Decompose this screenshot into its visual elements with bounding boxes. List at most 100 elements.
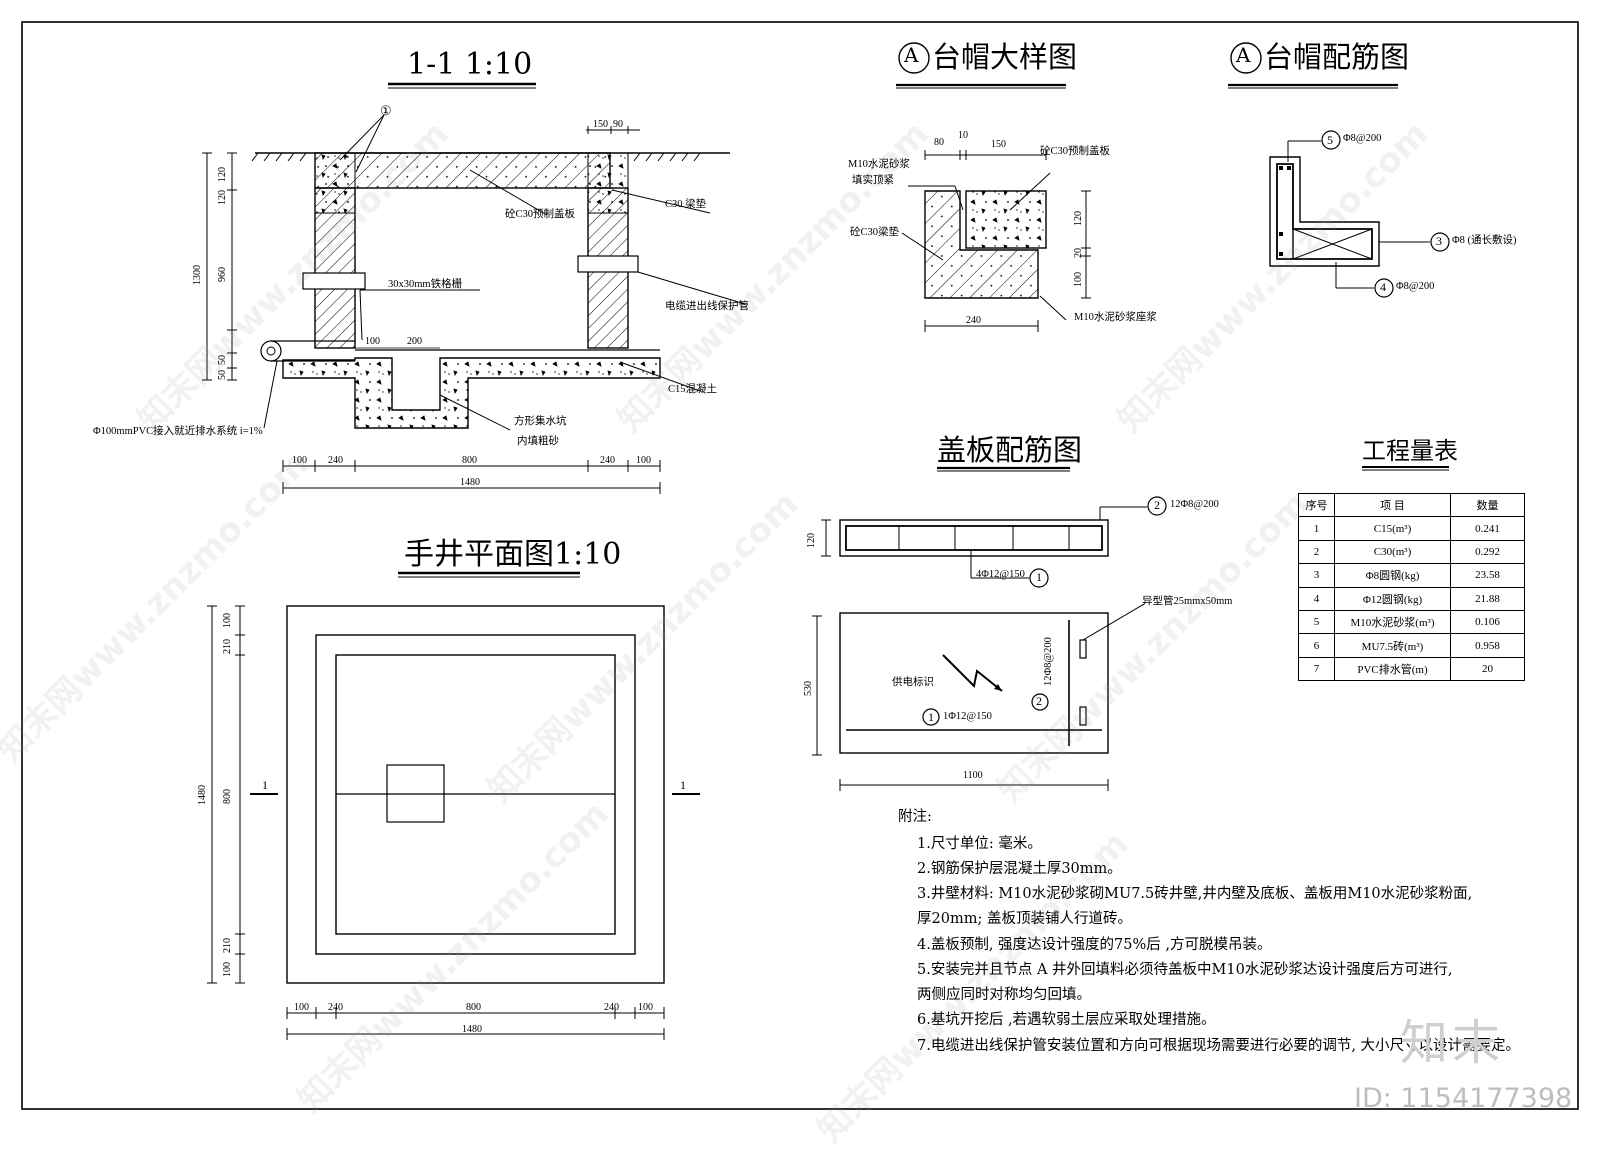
section-dim-top-150: 150 [593, 119, 608, 130]
plan-dim-left-800: 800 [222, 789, 233, 804]
table-cell: 20 [1450, 656, 1525, 682]
cap-detail-dim-240: 240 [966, 315, 981, 326]
cover-rebar-title: 盖板配筋图 [937, 433, 1083, 467]
section-c15-label: C15混凝土 [668, 384, 718, 395]
cover-rebar-bar1b: 1Φ12@150 [943, 711, 992, 722]
section-dim-left-50b: 50 [217, 355, 228, 365]
cover-rebar-n1: 1 [1036, 570, 1042, 584]
plan-title: 手井平面图1:10 [404, 537, 622, 572]
cover-rebar-bar1: 4Φ12@150 [976, 569, 1025, 580]
table-cell: 0.958 [1450, 633, 1525, 658]
plan-cut-mark-left: 1 [262, 778, 268, 792]
section-dim-inner-100: 100 [365, 336, 380, 347]
cap-detail-mortar-fill-label2: 填实顶紧 [852, 175, 894, 186]
plan-dim-bottom-800: 800 [466, 1002, 481, 1013]
table-cell: 4 [1298, 586, 1335, 611]
section-dim-top-90: 90 [613, 119, 623, 130]
table-cell: Φ8圆钢(kg) [1334, 563, 1451, 588]
section-1-1-drawing [202, 82, 746, 494]
table-row: 2 C30(m³) 0.292 [1298, 539, 1525, 565]
section-title: 1-1 1:10 [407, 47, 533, 82]
cover-rebar-bar2: 12Φ8@200 [1170, 499, 1219, 510]
table-header: 项 目 [1334, 492, 1451, 518]
section-dim-bottom-100a: 100 [292, 455, 307, 466]
table-cell: PVC排水管(m) [1334, 656, 1451, 682]
watermark-id: ID: 1154177398 [1354, 1083, 1573, 1114]
section-dim-bottom-800: 800 [462, 455, 477, 466]
cover-rebar-bar2v: 12Φ8@200 [1043, 637, 1054, 686]
note-item: 厚20mm; 盖板顶装铺人行道砖。 [917, 911, 1132, 927]
table-cell: 0.292 [1450, 539, 1525, 565]
cap-rebar-title: 台帽配筋图 [1264, 40, 1410, 74]
cover-rebar-n2v: 2 [1036, 694, 1042, 708]
cap-detail-title-marker: A [904, 43, 919, 67]
section-pit-fill-label: 内填粗砂 [517, 436, 559, 447]
cap-rebar-n4: 4 [1380, 280, 1386, 294]
table-cell: 5 [1298, 609, 1335, 635]
note-item: 6.基坑开挖后 ,若遇软弱土层应采取处理措施。 [917, 1012, 1216, 1028]
cap-rebar-n5: 5 [1327, 133, 1333, 147]
cover-rebar-n2: 2 [1154, 498, 1160, 512]
plan-dim-left-1480: 1480 [197, 785, 208, 805]
plan-dim-bottom-100a: 100 [294, 1002, 309, 1013]
table-row: 6 MU7.5砖(m³) 0.958 [1298, 633, 1525, 658]
cap-rebar-bar5: Φ8@200 [1343, 133, 1382, 144]
table-cell: 3 [1298, 563, 1335, 588]
cap-detail-mortar-fill-label: M10水泥砂浆 [848, 159, 910, 170]
table-cell: 7 [1298, 656, 1335, 682]
section-dim-bottom-240a: 240 [328, 455, 343, 466]
table-row: 4 Φ12圆钢(kg) 21.88 [1298, 586, 1525, 611]
note-item: 2.钢筋保护层混凝土厚30mm。 [917, 861, 1122, 877]
cap-detail-mortar-bed-label: M10水泥砂浆座浆 [1074, 312, 1157, 323]
cap-detail-dim-150: 150 [991, 139, 1006, 150]
section-cover-label: 砼C30预制盖板 [505, 209, 576, 220]
notes-heading: 附注: [898, 809, 932, 825]
cover-rebar-dim-120: 120 [806, 533, 817, 548]
cover-rebar-mark-label: 供电标识 [892, 677, 934, 688]
plan-dim-left-210b: 210 [222, 938, 233, 953]
note-item: 两侧应同时对称均匀回填。 [917, 987, 1091, 1003]
cover-rebar-pipe-label: 异型管25mmx50mm [1142, 596, 1233, 607]
cap-rebar-drawing [1228, 42, 1450, 298]
cap-detail-title: 台帽大样图 [932, 40, 1078, 74]
plan-dim-bottom-100b: 100 [638, 1002, 653, 1013]
cap-detail-drawing [896, 42, 1091, 332]
qty-table-title: 工程量表 [1362, 437, 1458, 465]
table-cell: Φ12圆钢(kg) [1334, 586, 1451, 611]
cap-detail-beam-label: 砼C30梁垫 [850, 227, 900, 238]
table-row: 1 C15(m³) 0.241 [1298, 516, 1525, 541]
table-row: 7 PVC排水管(m) 20 [1298, 656, 1525, 682]
section-grate-label: 30x30mm铁格栅 [388, 279, 463, 290]
plan-dim-bottom-240b: 240 [604, 1002, 619, 1013]
table-cell: 1 [1298, 516, 1335, 541]
table-row: 3 Φ8圆钢(kg) 23.58 [1298, 563, 1525, 588]
cap-detail-dim-100: 100 [1073, 272, 1084, 287]
table-cell: C30(m³) [1334, 539, 1451, 565]
table-header-row: 序号 项 目 数量 [1298, 492, 1525, 518]
section-dim-bottom-240b: 240 [600, 455, 615, 466]
cap-rebar-title-marker: A [1236, 43, 1251, 67]
watermark-logo: 知末 [1400, 1015, 1505, 1071]
plan-dim-bottom-240a: 240 [328, 1002, 343, 1013]
cap-detail-cover-label: 砼C30预制盖板 [1040, 146, 1111, 157]
cap-detail-dim-10: 10 [958, 130, 968, 141]
quantity-table: 序号 项 目 数量 1 C15(m³) 0.241 2 C30(m³) 0.29… [1298, 492, 1525, 682]
section-pvc-label: Φ100mmPVC接入就近排水系统 i=1% [93, 426, 263, 437]
plan-dim-left-100a: 100 [222, 613, 233, 628]
sheet-border [21, 21, 1579, 1110]
cap-rebar-bar4: Φ8@200 [1396, 281, 1435, 292]
table-header: 序号 [1298, 492, 1335, 518]
note-item: 7.电缆进出线保护管安装位置和方向可根据现场需要进行必要的调节, 大小尺寸以设计… [917, 1038, 1521, 1054]
cap-detail-dim-80: 80 [934, 137, 944, 148]
plan-cut-mark-right: 1 [680, 778, 686, 792]
section-beam-pad-label: C30 梁垫 [665, 199, 707, 210]
table-cell: 0.241 [1450, 516, 1525, 541]
cover-rebar-dim-530: 530 [803, 681, 814, 696]
section-cable-pipe-label: 电缆进出线保护管 [665, 301, 749, 312]
cover-rebar-n1b: 1 [928, 710, 934, 724]
section-dim-left-120: 120 [217, 167, 228, 182]
table-cell: M10水泥砂浆(m³) [1334, 609, 1451, 635]
note-item: 3.井壁材料: M10水泥砂浆砌MU7.5砖井壁,井内壁及底板、盖板用M10水泥… [917, 886, 1473, 902]
cap-rebar-n3: 3 [1436, 234, 1442, 248]
